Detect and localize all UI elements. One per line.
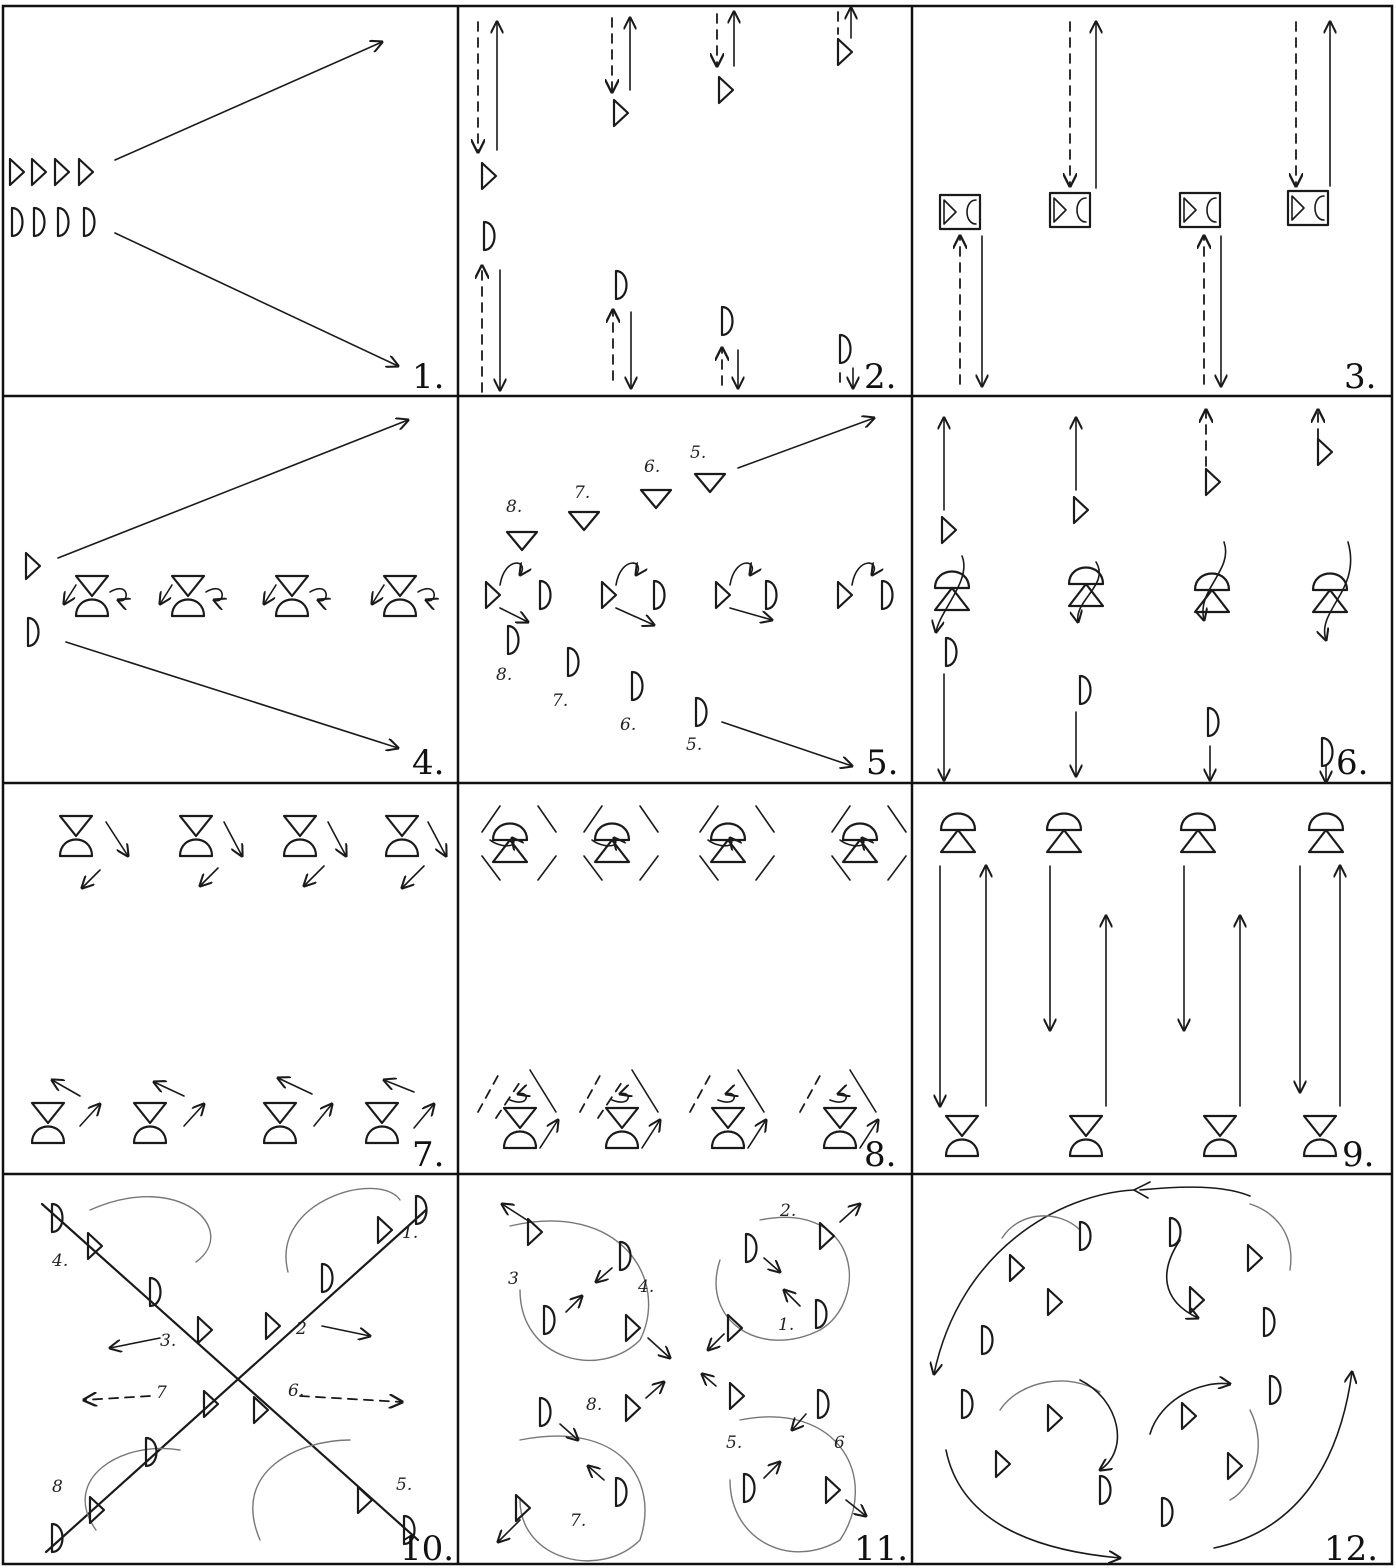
panel-number: 3.	[1344, 357, 1376, 397]
top-diamonds	[482, 806, 906, 880]
svg-text:2.: 2.	[779, 1201, 796, 1221]
panel-number: 8.	[864, 1135, 896, 1175]
svg-text:4.: 4.	[51, 1251, 68, 1271]
panel-number: 7.	[412, 1135, 444, 1175]
panel-number: 10.	[400, 1529, 454, 1568]
hourglass-row	[64, 576, 434, 616]
svg-text:7.: 7.	[574, 483, 590, 503]
svg-text:5.: 5.	[726, 1433, 742, 1453]
panel-number: 12.	[1324, 1529, 1378, 1568]
formation-domes-row	[12, 208, 95, 236]
panel-7: 7.	[32, 816, 446, 1175]
formation-triangles-row	[10, 159, 93, 185]
svg-text:5.: 5.	[690, 443, 706, 463]
panel-10: 1. 2 3. 4. 5. 6. 7 8 10.	[42, 1188, 454, 1568]
svg-text:8.: 8.	[496, 665, 512, 685]
panel-number: 9.	[1342, 1135, 1374, 1175]
svg-text:4.: 4.	[637, 1277, 654, 1297]
svg-text:8.: 8.	[586, 1395, 602, 1415]
bottom-diamonds	[478, 1070, 878, 1148]
svg-text:6.: 6.	[288, 1381, 304, 1401]
panel-number: 1.	[412, 357, 444, 397]
panel-number: 5.	[866, 743, 898, 783]
arrow-up-right	[115, 42, 382, 160]
svg-text:7.: 7.	[552, 691, 568, 711]
arrow-down-right	[115, 233, 398, 366]
panel-number: 11.	[854, 1529, 908, 1568]
svg-text:8.: 8.	[506, 497, 522, 517]
panel-11: 1. 2. 3 4. 5. 6 7. 8. 11.	[498, 1201, 908, 1568]
panel-12: 12.	[934, 1182, 1378, 1568]
svg-text:7: 7	[156, 1383, 167, 1403]
svg-text:5.: 5.	[396, 1475, 412, 1495]
panel-number: 6.	[1336, 743, 1368, 783]
svg-text:1.: 1.	[778, 1315, 794, 1335]
svg-text:5.: 5.	[686, 735, 702, 755]
pairs-row	[486, 563, 893, 625]
svg-text:7.: 7.	[570, 1511, 586, 1531]
panel-number: 4.	[412, 743, 444, 783]
svg-text:6: 6	[834, 1433, 845, 1453]
panel-1: 1.	[10, 42, 444, 397]
panel-2: 2.	[478, 8, 896, 397]
svg-text:6.: 6.	[620, 715, 636, 735]
panel-9: 9.	[940, 814, 1374, 1176]
panel-number: 2.	[864, 357, 896, 397]
panel-5: 5. 6. 7. 8. 8. 7. 6. 5. 5.	[486, 418, 898, 783]
svg-text:1.: 1.	[402, 1223, 418, 1243]
panel-8: 8.	[478, 806, 906, 1175]
svg-text:3.: 3.	[160, 1331, 176, 1351]
panel-4: 4.	[26, 420, 444, 783]
panel-3: 3.	[940, 22, 1376, 397]
svg-text:2: 2	[295, 1319, 307, 1339]
panel-6: 6.	[935, 410, 1368, 783]
svg-text:8: 8	[52, 1477, 63, 1497]
svg-text:6.: 6.	[644, 457, 660, 477]
svg-text:3: 3	[508, 1269, 519, 1289]
